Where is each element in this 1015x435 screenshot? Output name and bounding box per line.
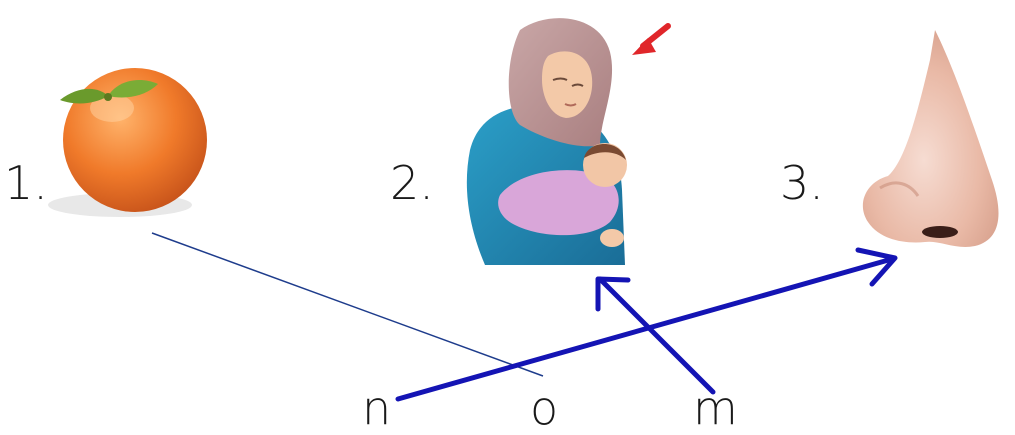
letter-m: m	[693, 385, 738, 431]
orange-icon	[48, 68, 207, 217]
item-number-1: 1.	[4, 160, 48, 206]
item-number-3: 3.	[780, 160, 824, 206]
nose-icon	[863, 30, 999, 247]
item-number-2: 2.	[390, 160, 434, 206]
letter-n: n	[362, 385, 391, 431]
letter-o: o	[530, 385, 558, 431]
red-arrow-icon	[632, 26, 668, 55]
mother-with-baby-icon	[467, 18, 627, 265]
